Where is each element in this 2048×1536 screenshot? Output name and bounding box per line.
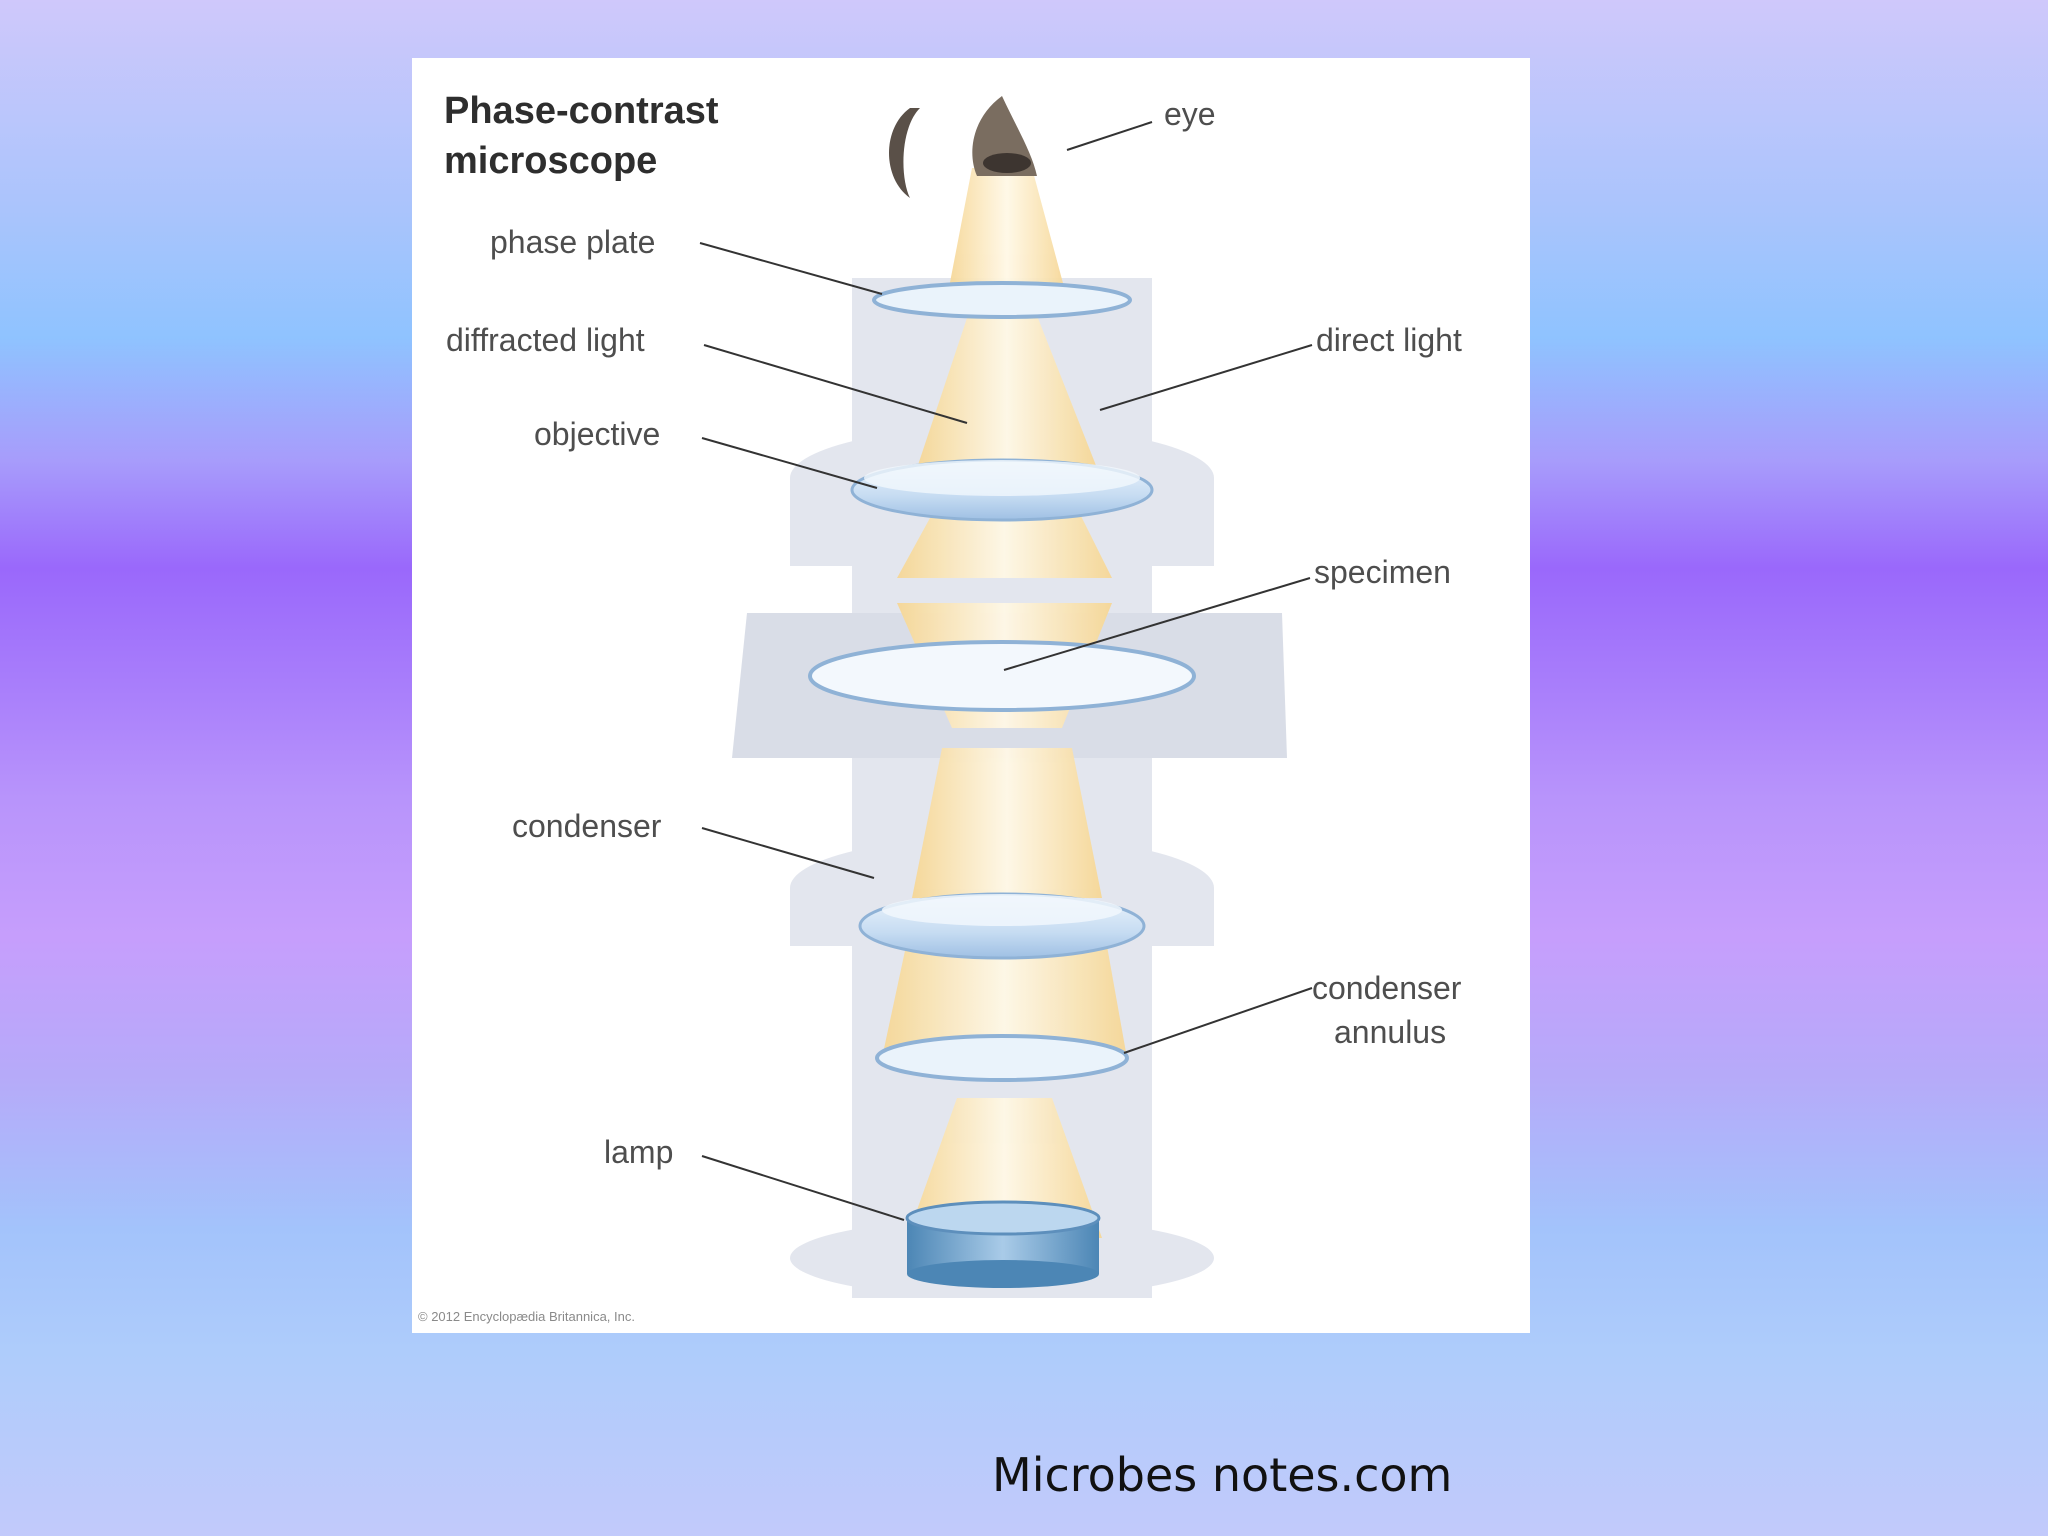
label-objective: objective <box>534 416 661 452</box>
diagram-title-line-2: microscope <box>444 140 658 182</box>
lamp-icon <box>905 1200 1101 1288</box>
phase-plate <box>872 281 1132 319</box>
diagram-title: Phase-contrast microscope <box>444 86 719 186</box>
diagram-title-line-1: Phase-contrast <box>444 90 719 132</box>
condenser-annulus <box>875 1034 1129 1082</box>
label-lamp: lamp <box>604 1134 674 1170</box>
specimen-slide <box>808 640 1196 712</box>
eye-icon <box>889 96 1037 198</box>
leader-lines <box>699 121 1313 1221</box>
label-condenser-annulus-line-1: condenser <box>1312 970 1462 1006</box>
label-eye: eye <box>1164 96 1216 132</box>
label-condenser-annulus-line-2: annulus <box>1334 1014 1447 1050</box>
objective-lens <box>850 458 1154 522</box>
label-condenser: condenser <box>512 808 662 844</box>
diagram-panel: Phase-contrast microscope eye phase plat… <box>412 58 1530 1333</box>
source-caption: Microbes notes.com <box>992 1448 1453 1502</box>
label-phase-plate: phase plate <box>490 224 656 260</box>
label-diffracted-light: diffracted light <box>446 322 645 358</box>
label-direct-light: direct light <box>1316 322 1462 358</box>
label-specimen: specimen <box>1314 554 1451 590</box>
copyright-credit: © 2012 Encyclopædia Britannica, Inc. <box>418 1309 635 1324</box>
condenser-lens <box>858 892 1146 960</box>
microscope-diagram <box>699 96 1313 1298</box>
